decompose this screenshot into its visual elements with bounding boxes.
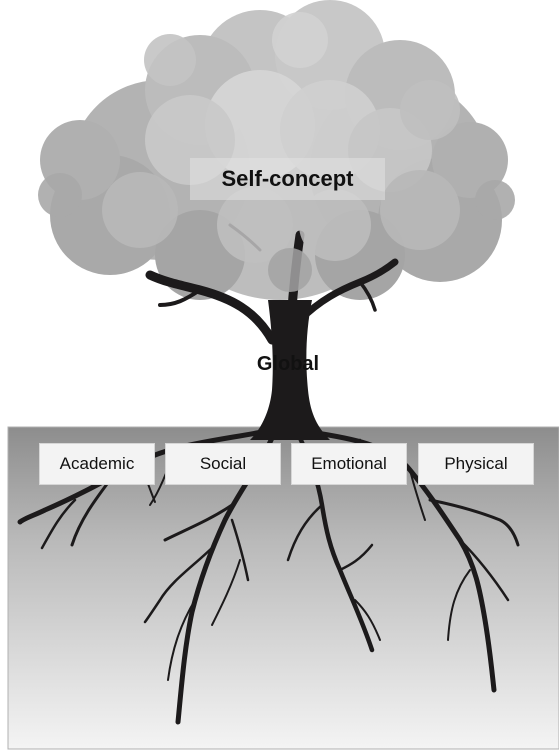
root-midleft-sub3 xyxy=(167,599,196,681)
root-right-sub2 xyxy=(458,538,510,602)
root-label-social: Social xyxy=(165,443,281,485)
root-mid-sub2 xyxy=(338,543,374,572)
root-label-emotional: Emotional xyxy=(291,443,407,485)
root-mid-sub1 xyxy=(286,503,324,562)
root-mid-sub3 xyxy=(354,599,381,641)
branch-right-small xyxy=(358,280,377,312)
root-right-sub1 xyxy=(428,498,520,547)
global-label: Global xyxy=(256,352,320,375)
root-right-sub3 xyxy=(447,569,471,641)
root-midleft-sub2 xyxy=(143,543,217,624)
root-left-sub2 xyxy=(40,498,77,550)
trunk xyxy=(250,300,330,440)
root-left-sub1 xyxy=(70,478,112,547)
root-midleft-sub4 xyxy=(230,518,250,582)
self-concept-label: Self-concept xyxy=(190,158,385,200)
root-midleft-sub1 xyxy=(163,503,234,542)
root-label-physical: Physical xyxy=(418,443,534,485)
foliage-front xyxy=(38,12,515,292)
root-label-academic: Academic xyxy=(39,443,155,485)
root-right-sub4 xyxy=(409,469,426,521)
branch-left-small xyxy=(158,288,202,307)
root-midleft-sub5 xyxy=(211,559,241,626)
